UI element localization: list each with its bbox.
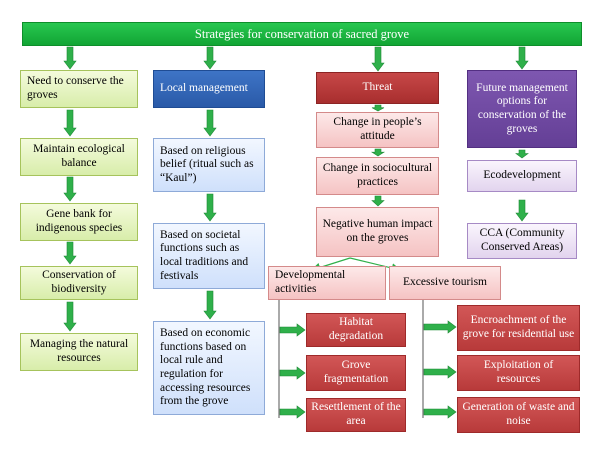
flow-arrow-right: [279, 323, 306, 337]
flow-arrow-down: [63, 301, 77, 332]
need-header-label: Need to conserve the groves: [27, 75, 124, 101]
local-item-box: Based on economic functions based on loc…: [153, 321, 265, 415]
threat-item-label: Change in people’s attitude: [333, 116, 422, 142]
need-item-box: Managing the natural resources: [20, 333, 138, 371]
need-item-label: Managing the natural resources: [29, 338, 129, 364]
future-item-label: Ecodevelopment: [483, 169, 561, 182]
developmental-activities-label: Developmental activities: [275, 269, 346, 295]
developmental-item-box: Grove fragmentation: [306, 355, 406, 391]
flow-arrow-down: [515, 149, 529, 159]
threat-item-box: Change in sociocultural practices: [316, 157, 439, 195]
flow-arrow-down: [371, 104, 385, 112]
local-item-label: Based on religious belief (ritual such a…: [160, 144, 254, 184]
flow-arrow-right: [279, 366, 306, 380]
excessive-tourism-box: Excessive tourism: [389, 266, 501, 300]
future-item-label: CCA (Community Conserved Areas): [479, 227, 565, 253]
local-header-box: Local management: [153, 70, 265, 108]
developmental-item-label: Grove fragmentation: [323, 359, 389, 385]
developmental-item-box: Resettlement of the area: [306, 398, 406, 432]
tourism-item-box: Exploitation of resources: [457, 355, 580, 391]
local-item-box: Based on societal functions such as loca…: [153, 223, 265, 289]
local-header-label: Local management: [160, 82, 248, 95]
flow-arrow-down: [203, 290, 217, 320]
need-item-box: Conservation of biodiversity: [20, 266, 138, 300]
flow-arrow-down: [371, 195, 385, 207]
flow-arrow-down: [203, 109, 217, 137]
title-bar: Strategies for conservation of sacred gr…: [22, 22, 582, 46]
developmental-activities-box: Developmental activities: [268, 266, 386, 300]
need-item-label: Maintain ecological balance: [33, 143, 125, 169]
threat-header-box: Threat: [316, 72, 439, 104]
need-item-box: Gene bank for indigenous species: [20, 203, 138, 241]
need-header-box: Need to conserve the groves: [20, 70, 138, 108]
flow-arrow-right: [279, 405, 306, 419]
threat-item-box: Negative human impact on the groves: [316, 207, 439, 257]
tourism-item-label: Exploitation of resources: [483, 359, 554, 385]
threat-item-label: Change in sociocultural practices: [322, 162, 433, 188]
developmental-item-label: Habitat degradation: [328, 316, 384, 342]
flow-arrow-right: [423, 365, 457, 379]
flow-arrow-down: [63, 109, 77, 137]
tourism-item-label: Generation of waste and noise: [462, 401, 575, 427]
flow-arrow-down: [371, 46, 385, 72]
need-item-label: Gene bank for indigenous species: [35, 208, 123, 234]
threat-item-box: Change in people’s attitude: [316, 112, 439, 148]
flow-arrow-down: [203, 46, 217, 70]
threat-item-label: Negative human impact on the groves: [322, 218, 433, 244]
diagram-title: Strategies for conservation of sacred gr…: [194, 26, 410, 41]
need-item-box: Maintain ecological balance: [20, 138, 138, 176]
flow-arrow-down: [63, 46, 77, 70]
flow-arrow-down: [515, 46, 529, 70]
flow-arrow-right: [423, 405, 457, 419]
need-item-label: Conservation of biodiversity: [42, 269, 116, 295]
developmental-item-box: Habitat degradation: [306, 313, 406, 347]
flow-arrow-down: [63, 241, 77, 265]
flow-arrow-down: [370, 148, 386, 157]
tourism-item-box: Encroachment of the grove for residentia…: [457, 305, 580, 351]
local-item-label: Based on societal functions such as loca…: [160, 228, 249, 282]
future-header-label: Future management options for conservati…: [476, 81, 568, 135]
flow-arrow-right: [423, 320, 457, 334]
future-item-box: Ecodevelopment: [467, 160, 577, 192]
flow-arrow-down: [203, 193, 217, 222]
excessive-tourism-label: Excessive tourism: [403, 276, 487, 289]
local-item-box: Based on religious belief (ritual such a…: [153, 138, 265, 192]
flow-arrow-down: [515, 199, 529, 222]
threat-header-label: Threat: [362, 81, 393, 94]
tourism-item-box: Generation of waste and noise: [457, 397, 580, 433]
local-item-label: Based on economic functions based on loc…: [160, 327, 251, 408]
future-item-box: CCA (Community Conserved Areas): [467, 223, 577, 259]
flow-arrow-down: [63, 176, 77, 202]
future-header-box: Future management options for conservati…: [467, 70, 577, 148]
tourism-item-label: Encroachment of the grove for residentia…: [462, 314, 575, 340]
developmental-item-label: Resettlement of the area: [311, 401, 401, 427]
